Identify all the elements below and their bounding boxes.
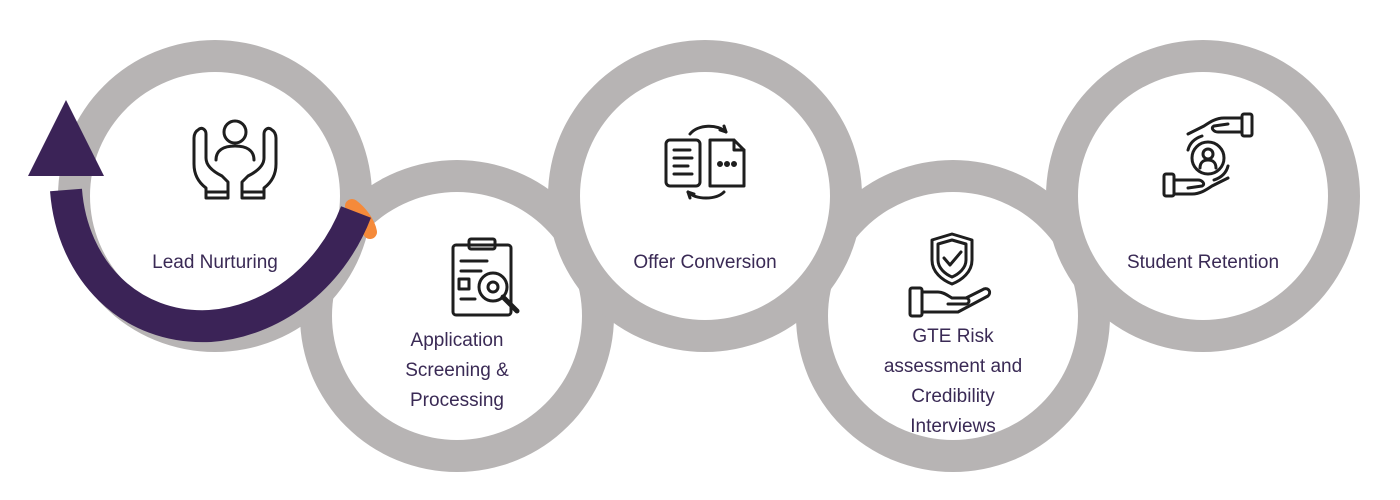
step-label-application-screening: Application Screening & Processing: [405, 330, 509, 411]
step-ring-lead-nurturing: Lead Nurturing: [58, 40, 372, 352]
clipboard-gear-search-icon: [451, 237, 520, 317]
step-label-gte-risk: GTE Risk assessment and Credibility Inte…: [883, 326, 1023, 437]
hand-shield-check-icon: [908, 232, 992, 318]
step-ring-student-retention: Student Retention: [1046, 40, 1360, 352]
step-label-lead-nurturing: Lead Nurturing: [152, 252, 278, 273]
documents-exchange-icon: [664, 124, 746, 200]
hands-holding-person-icon: [192, 119, 278, 200]
hands-exchange-person-icon: [1162, 112, 1254, 198]
step-label-offer-conversion: Offer Conversion: [633, 252, 777, 273]
step-ring-offer-conversion: Offer Conversion: [548, 40, 862, 352]
step-label-student-retention: Student Retention: [1126, 252, 1280, 273]
